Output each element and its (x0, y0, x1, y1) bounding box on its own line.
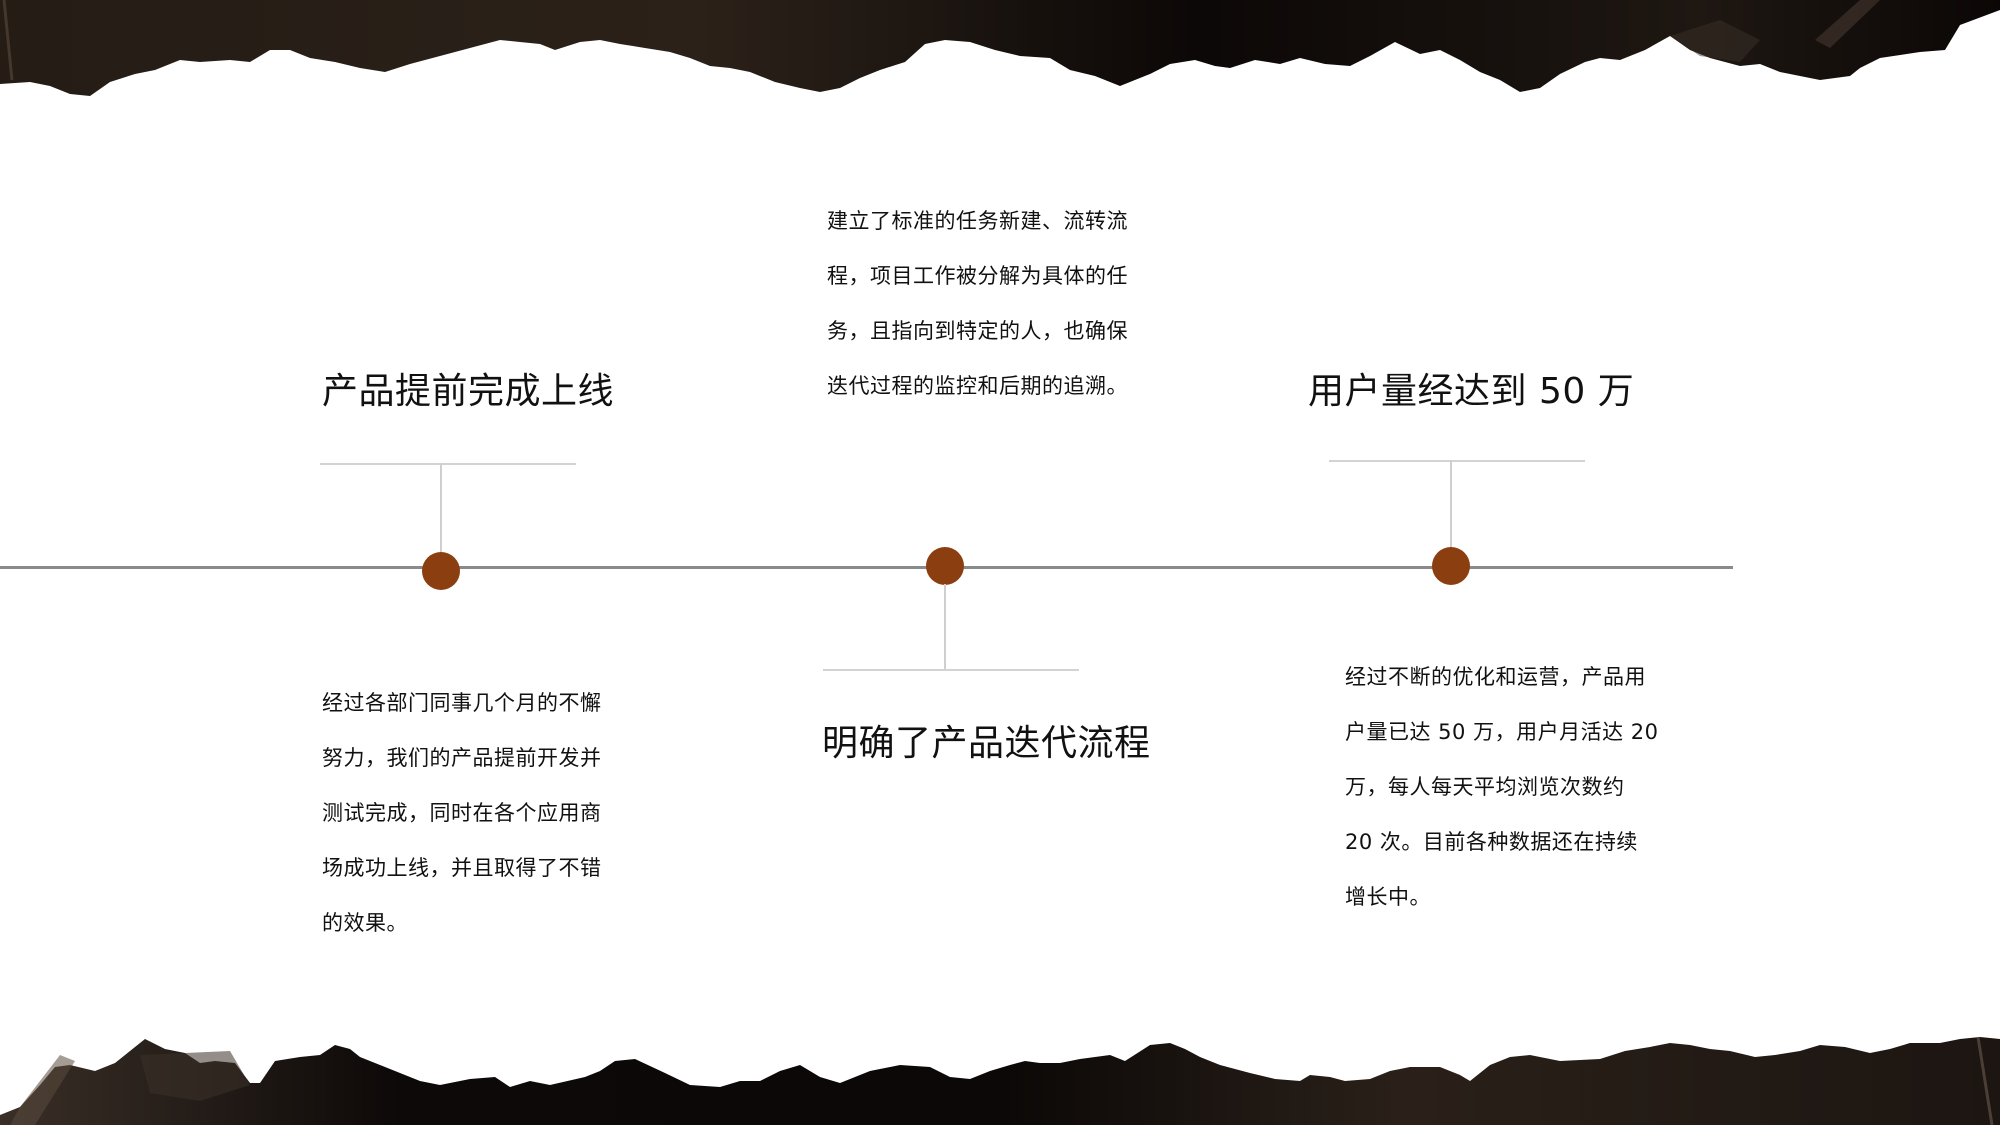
description-line: 经过不断的优化和运营，产品用 (1345, 665, 1646, 689)
connector-stem (440, 463, 442, 555)
milestone-title: 明确了产品迭代流程 (822, 723, 1151, 764)
description-line: 迭代过程的监控和后期的追溯。 (827, 374, 1128, 398)
description-line: 场成功上线，并且取得了不错 (322, 856, 602, 880)
description-line: 建立了标准的任务新建、流转流 (827, 209, 1128, 233)
connector-stem (944, 584, 946, 670)
description-line: 经过各部门同事几个月的不懈 (322, 691, 602, 715)
description-line: 万，每人每天平均浏览次数约 (1345, 775, 1625, 799)
milestone-title: 产品提前完成上线 (322, 371, 615, 412)
description-line: 测试完成，同时在各个应用商 (322, 801, 602, 825)
description-line: 程，项目工作被分解为具体的任 (827, 264, 1128, 288)
description-line: 的效果。 (322, 911, 408, 935)
description-line: 增长中。 (1345, 885, 1431, 909)
connector-bracket (320, 463, 576, 465)
description-line: 努力，我们的产品提前开发并 (322, 746, 602, 770)
timeline-axis (0, 566, 1733, 569)
description-line: 务，且指向到特定的人，也确保 (827, 319, 1128, 343)
milestone-description: 经过各部门同事几个月的不懈 努力，我们的产品提前开发并 测试完成，同时在各个应用… (322, 676, 652, 951)
milestone-dot-icon (422, 552, 460, 590)
description-line: 20 次。目前各种数据还在持续 (1345, 830, 1638, 854)
connector-bracket (823, 669, 1079, 671)
milestone-dot-icon (1432, 547, 1470, 585)
torn-paper-top-decoration (0, 0, 2000, 100)
connector-bracket (1329, 460, 1585, 462)
milestone-title: 用户量经达到 50 万 (1308, 371, 1635, 412)
milestone-dot-icon (926, 547, 964, 585)
milestone-description: 经过不断的优化和运营，产品用 户量已达 50 万，用户月活达 20 万，每人每天… (1345, 650, 1675, 925)
torn-paper-bottom-decoration (0, 1015, 2000, 1125)
milestone-description: 建立了标准的任务新建、流转流 程，项目工作被分解为具体的任 务，且指向到特定的人… (827, 194, 1157, 414)
description-line: 户量已达 50 万，用户月活达 20 (1345, 720, 1659, 744)
connector-stem (1450, 460, 1452, 552)
